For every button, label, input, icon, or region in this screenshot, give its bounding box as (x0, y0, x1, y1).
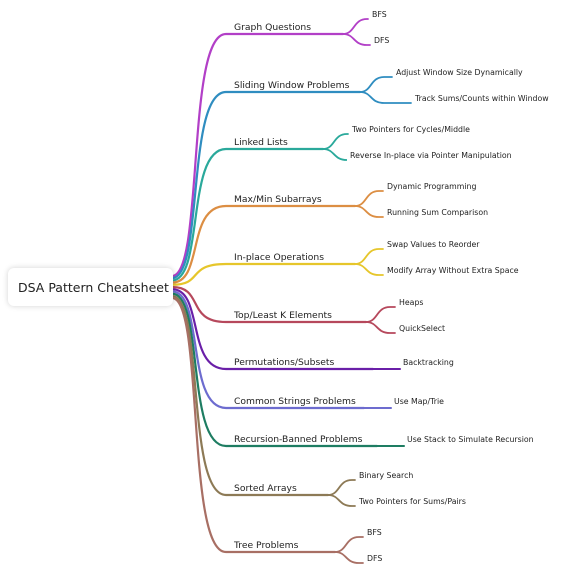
leaf-label[interactable]: Reverse In-place via Pointer Manipulatio… (350, 151, 512, 160)
branch-label[interactable]: Common Strings Problems (234, 396, 356, 407)
leaf-connector (334, 536, 364, 553)
branch-connector (170, 90, 362, 280)
leaf-label[interactable]: Heaps (399, 298, 424, 307)
leaf-connector (354, 205, 384, 218)
branch-connector (170, 294, 330, 497)
leaf-connector (354, 248, 384, 265)
leaf-connector (354, 190, 384, 207)
branch-connector (170, 262, 357, 286)
leaf-connector (342, 33, 371, 46)
leaf-connector (354, 263, 384, 276)
branch-connector (170, 296, 337, 554)
leaf-connector (322, 148, 348, 161)
leaf-label[interactable]: Modify Array Without Extra Space (387, 266, 519, 275)
branch-connector (170, 285, 368, 324)
leaf-label[interactable]: DFS (367, 554, 383, 563)
branch-label[interactable]: Graph Questions (234, 22, 311, 33)
leaf-label[interactable]: Use Stack to Simulate Recursion (407, 435, 534, 444)
leaf-label[interactable]: Backtracking (403, 358, 454, 367)
root-label: DSA Pattern Cheatsheet (18, 279, 169, 295)
leaf-label[interactable]: BFS (367, 528, 382, 537)
leaf-connector (359, 76, 393, 93)
branch-label[interactable]: Permutations/Subsets (234, 357, 335, 368)
branch-label[interactable]: In-place Operations (234, 252, 324, 263)
leaf-label[interactable]: Use Map/Trie (394, 397, 444, 406)
branch-connector (170, 204, 357, 284)
leaf-connector (327, 479, 356, 496)
leaf-label[interactable]: Running Sum Comparison (387, 208, 489, 217)
branch-label[interactable]: Sliding Window Problems (234, 80, 350, 91)
leaf-label[interactable]: BFS (372, 10, 387, 19)
leaf-label[interactable]: DFS (374, 36, 390, 45)
leaf-label[interactable]: Two Pointers for Cycles/Middle (352, 125, 470, 134)
leaf-label[interactable]: Two Pointers for Sums/Pairs (359, 497, 466, 506)
branch-label[interactable]: Recursion-Banned Problems (234, 434, 363, 445)
root-node[interactable]: DSA Pattern Cheatsheet (8, 268, 173, 306)
branch-label[interactable]: Sorted Arrays (234, 483, 297, 494)
branch-connector (170, 32, 345, 278)
leaf-connector (365, 306, 396, 323)
leaf-label[interactable]: QuickSelect (399, 324, 446, 333)
leaf-connector (359, 91, 412, 104)
leaf-connector (334, 551, 364, 564)
leaf-label[interactable]: Track Sums/Counts within Window (415, 94, 549, 103)
branch-label[interactable]: Max/Min Subarrays (234, 194, 322, 205)
branch-label[interactable]: Tree Problems (234, 540, 299, 551)
branch-connector (170, 288, 375, 371)
leaf-label[interactable]: Dynamic Programming (387, 182, 477, 191)
leaf-label[interactable]: Binary Search (359, 471, 414, 480)
branch-connector (170, 147, 325, 282)
branch-connector (170, 290, 366, 410)
branch-connector (170, 292, 379, 448)
leaf-connector (365, 321, 396, 334)
leaf-connector (322, 133, 349, 150)
leaf-label[interactable]: Adjust Window Size Dynamically (396, 68, 523, 77)
leaf-label[interactable]: Swap Values to Reorder (387, 240, 480, 249)
branch-label[interactable]: Top/Least K Elements (234, 310, 332, 321)
leaf-connector (327, 494, 356, 507)
leaf-connector (342, 18, 369, 35)
branch-label[interactable]: Linked Lists (234, 137, 288, 148)
